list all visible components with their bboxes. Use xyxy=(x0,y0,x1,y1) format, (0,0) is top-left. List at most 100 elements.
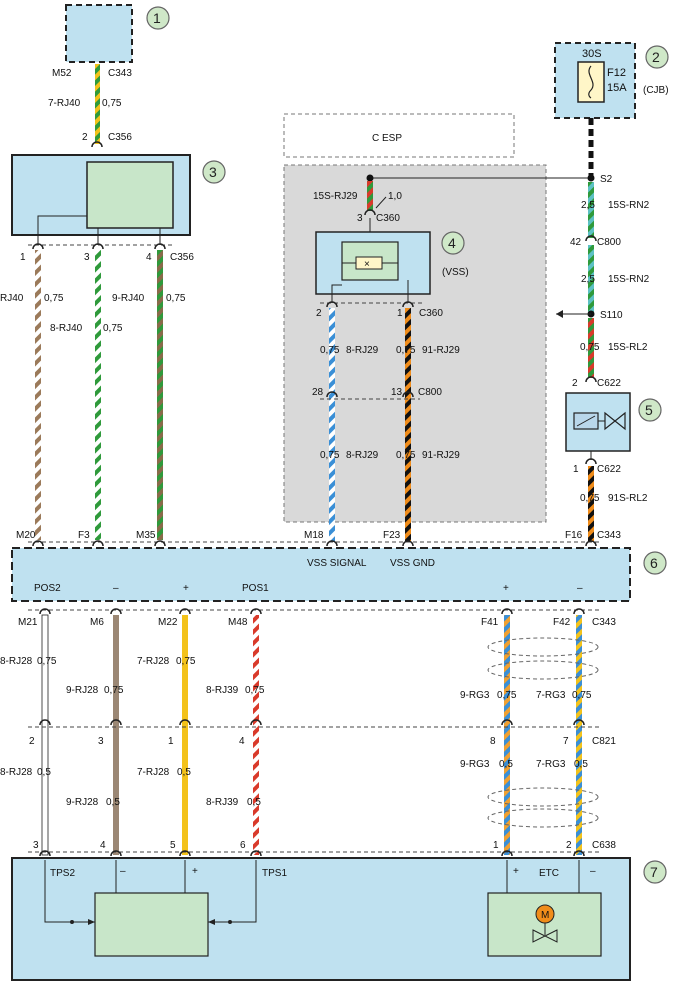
callout-2: 2 xyxy=(645,45,669,69)
vss-gnd-label: VSS GND xyxy=(390,558,435,569)
wire-7-rj40-size: 0,75 xyxy=(102,98,122,109)
wire-7-rg3-b-label: 7-RG3 xyxy=(536,759,566,770)
esp-label: C ESP xyxy=(372,133,402,144)
wire-91s-rl2-size: 0,75 xyxy=(580,493,600,504)
c622-top-arc xyxy=(585,376,597,383)
c638-pin-5: 5 xyxy=(170,840,176,851)
c638-pin-6: 6 xyxy=(240,840,246,851)
twisted-pair-bottom xyxy=(487,787,599,807)
wire-15s-rn2-b-size: 2,5 xyxy=(581,274,595,285)
tps2-dot xyxy=(70,920,74,924)
wire-15s-rj29-size: 1,0 xyxy=(388,191,402,202)
etc-label: ETC xyxy=(539,868,559,879)
fuse-id: 30S xyxy=(582,48,602,60)
wire-8-rj39-b-size: 0,5 xyxy=(247,797,261,808)
wire-7-rg3 xyxy=(576,615,582,855)
vss-pin-13: 13 xyxy=(391,387,403,398)
wire-91-rj29-b-size: 0,75 xyxy=(396,450,416,461)
wire-15s-rn2-b-label: 15S-RN2 xyxy=(608,274,650,285)
vss-label: (VSS) xyxy=(442,267,469,278)
wire-15s-rj29-label: 15S-RJ29 xyxy=(313,191,358,202)
component-3-inner xyxy=(86,161,174,229)
callout-1: 1 xyxy=(146,6,170,30)
comp3-pin-1: 1 xyxy=(20,252,26,263)
wire-8-rj39 xyxy=(253,615,259,855)
lower-pin-f41: F41 xyxy=(481,617,499,628)
esp-area xyxy=(283,164,547,523)
lower-conn-c343: C343 xyxy=(592,617,616,628)
vss-conn-c800: C800 xyxy=(418,387,442,398)
wire-8-rj29-b-size: 0,75 xyxy=(320,450,340,461)
wire-7-rj40-label: 7-RJ40 xyxy=(48,98,81,109)
minus-label-a: – xyxy=(113,583,119,594)
wire-91s-rl2 xyxy=(588,466,594,542)
wire-8-rj29-size: 0,75 xyxy=(320,345,340,356)
wire-15s-rn2-b xyxy=(588,245,594,315)
wire-8-rj40-size: 0,75 xyxy=(103,323,123,334)
wire-15s-rn2-a-label: 15S-RN2 xyxy=(608,200,650,211)
wire-15s-rn2-a-size: 2,5 xyxy=(581,200,595,211)
c622-bottom-arc xyxy=(585,458,597,465)
conn-c622-bottom: C622 xyxy=(597,464,621,475)
wire-rj40-brown xyxy=(35,250,41,540)
c638-pin-2: 2 xyxy=(566,840,572,851)
pos1-label: POS1 xyxy=(242,583,269,594)
wire-9-rj28-label: 9-RJ28 xyxy=(66,685,99,696)
callout-7: 7 xyxy=(643,860,667,884)
wire-rj40-label: RJ40 xyxy=(0,293,24,304)
vss-signal-label: VSS SIGNAL xyxy=(307,558,367,569)
tps1-arrow-icon xyxy=(208,919,215,925)
throttle-valve-icon-a xyxy=(532,929,547,943)
lower-pin-m6: M6 xyxy=(90,617,104,628)
wire-8-rj28-b-size: 0,5 xyxy=(37,767,51,778)
callout-3-label: 3 xyxy=(209,164,217,180)
wire-15s-rn2-a xyxy=(588,182,594,238)
bus-pin-m18: M18 xyxy=(304,530,324,541)
c360-top-arc xyxy=(364,209,376,216)
wire-7-rj28-label: 7-RJ28 xyxy=(137,656,170,667)
c343-bottom-arcs xyxy=(39,608,585,615)
c821-pin-3: 3 xyxy=(98,736,104,747)
wire-8-rj28-label: 8-RJ28 xyxy=(0,656,33,667)
bus-pin-f23: F23 xyxy=(383,530,401,541)
wire-8-rj39-b-label: 8-RJ39 xyxy=(206,797,239,808)
splice-vss-feed xyxy=(366,174,374,182)
throttle-valve-icon-b xyxy=(543,929,558,943)
vss-pin-3: 3 xyxy=(357,213,363,224)
fuse-icon xyxy=(588,65,594,99)
wire-9-rg3-size: 0,75 xyxy=(497,690,517,701)
c800-mid-arcs xyxy=(326,391,414,398)
wire-91-rj29-label: 91-RJ29 xyxy=(422,345,460,356)
component-1 xyxy=(65,4,133,63)
wire-9-rj40-size: 0,75 xyxy=(166,293,186,304)
wire-9-rj40 xyxy=(157,250,163,540)
twisted-pair-top-b xyxy=(487,660,599,680)
callout-1-label: 1 xyxy=(153,10,161,26)
c343-top-arcs xyxy=(32,540,597,547)
wire-rj40-size: 0,75 xyxy=(44,293,64,304)
wire-15s-rl2-label: 15S-RL2 xyxy=(608,342,648,353)
wire-9-rj28 xyxy=(113,615,119,855)
c821-pin-2: 2 xyxy=(29,736,35,747)
tps2-lead xyxy=(44,860,95,923)
splice-s2 xyxy=(587,174,595,182)
plus-label-a: + xyxy=(183,583,189,594)
callout-2-label: 2 xyxy=(652,49,660,65)
wire-8-rj28-size: 0,75 xyxy=(37,656,57,667)
tps2-label: TPS2 xyxy=(50,868,75,879)
wire-91s-rl2-label: 91S-RL2 xyxy=(608,493,648,504)
c821-pin-8: 8 xyxy=(490,736,496,747)
vss-pin-1: 1 xyxy=(397,308,403,319)
wire-9-rg3 xyxy=(504,615,510,855)
wire-8-rj39-label: 8-RJ39 xyxy=(206,685,239,696)
splice-s110-label: S110 xyxy=(600,310,623,321)
wire-7-rj28 xyxy=(182,615,188,855)
wire-15s-rl2-size: 0,75 xyxy=(580,342,600,353)
c360-bottom-arcs xyxy=(326,301,414,308)
wire-9-rg3-b-size: 0,5 xyxy=(499,759,513,770)
lower-pin-f42: F42 xyxy=(553,617,571,628)
bus-pin-f3: F3 xyxy=(78,530,90,541)
vss-pin-28: 28 xyxy=(312,387,324,398)
bus-pin-m20: M20 xyxy=(16,530,36,541)
wire-91-rj29-size: 0,75 xyxy=(396,345,416,356)
